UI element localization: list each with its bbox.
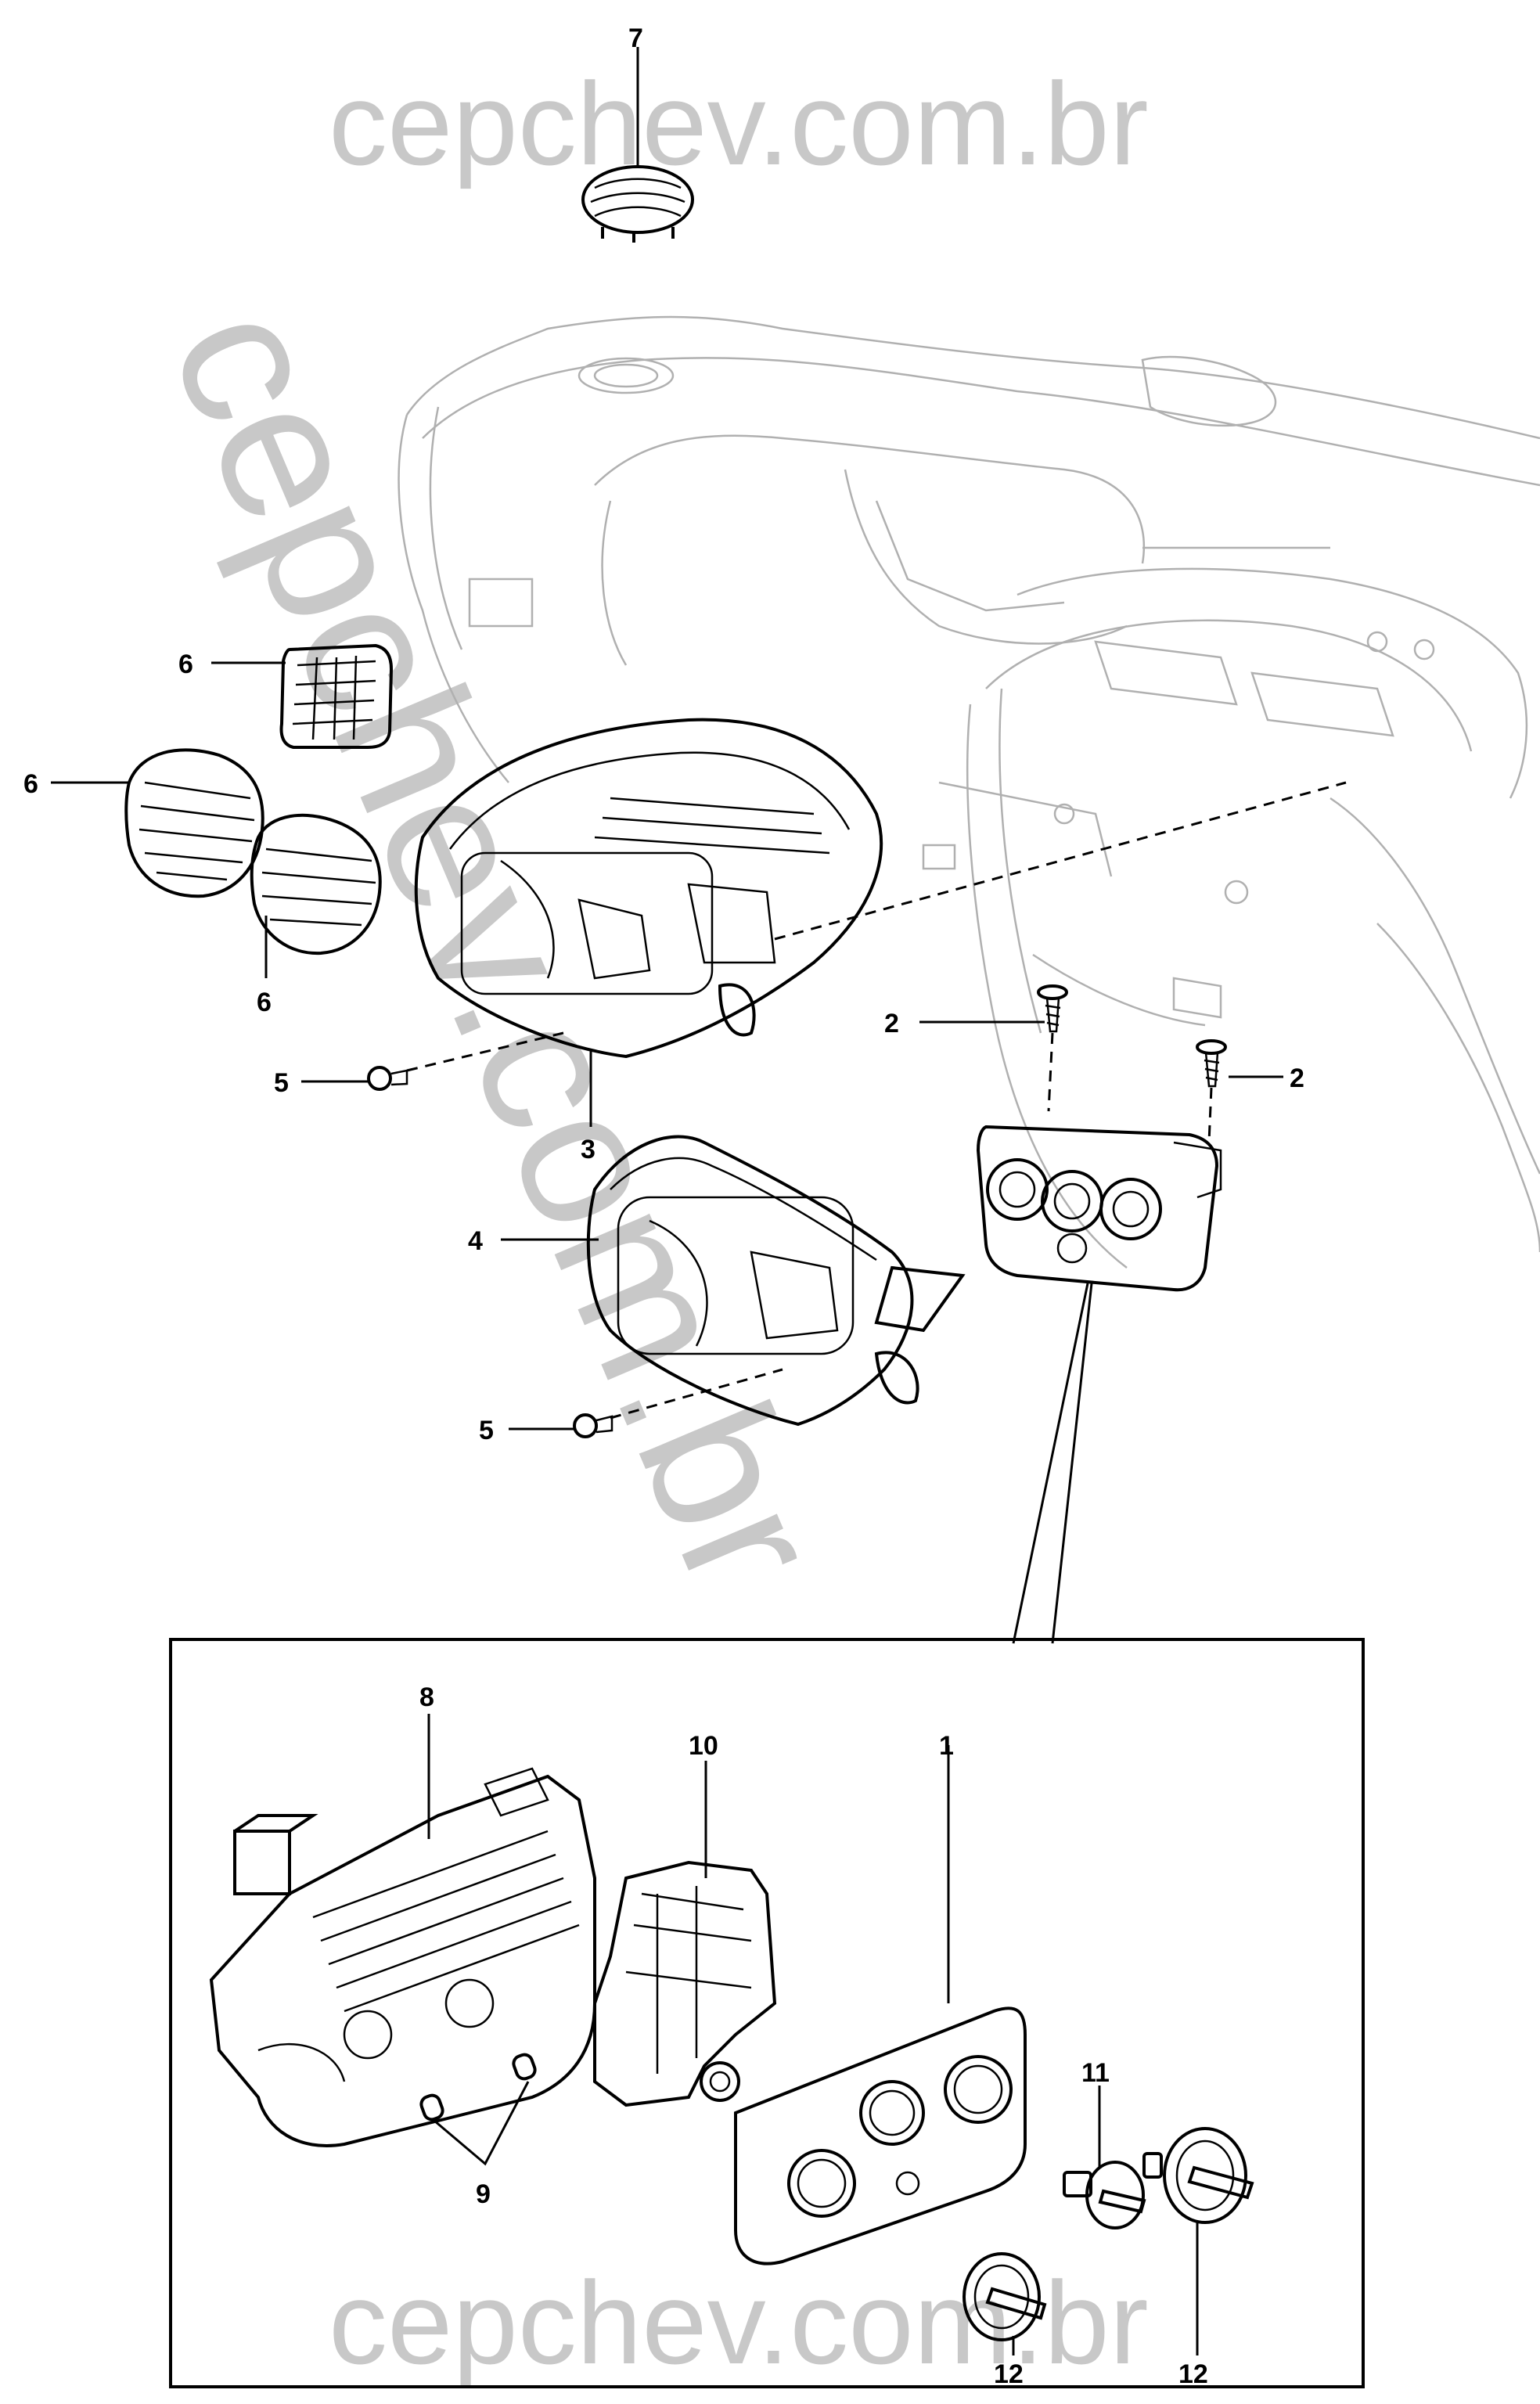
- callout-6a: 6: [178, 650, 193, 679]
- assembly-line-5a: [406, 1031, 564, 1072]
- leader-inset-left: [1012, 1283, 1089, 1644]
- part-7-vent-cover: [581, 165, 694, 243]
- assembly-line-screw-right: [1207, 1087, 1213, 1143]
- callout-7: 7: [628, 23, 643, 53]
- callout-3: 3: [581, 1135, 595, 1164]
- callout-2a: 2: [884, 1009, 899, 1038]
- part-11-small-knob: [1063, 2161, 1146, 2229]
- callout-12b: 12: [1178, 2359, 1208, 2389]
- callout-9: 9: [476, 2179, 491, 2209]
- detail-inset-frame: [169, 1638, 1365, 2388]
- callout-5b: 5: [479, 1416, 494, 1445]
- part-6-round-vent-right: [250, 813, 382, 955]
- part-6-round-vent-left: [124, 748, 264, 898]
- part-4-lower-bezel: [586, 1135, 966, 1427]
- part-12-knob-right: [1142, 2127, 1254, 2224]
- part-5-clip-upper: [367, 1066, 408, 1091]
- part-2-screw-right: [1196, 1039, 1227, 1088]
- part-9-small-bulbs: [419, 2053, 537, 2121]
- assembly-line-screw-left: [1047, 1032, 1054, 1112]
- watermark-bottom: cepchev.com.br: [329, 2257, 1149, 2388]
- part-3-console-bezel: [414, 718, 883, 1059]
- callout-1: 1: [939, 1731, 954, 1761]
- part-6-square-vent: [279, 643, 394, 749]
- part-10-control-mechanism: [593, 1860, 777, 2107]
- watermark-diagonal: cepchev.com.br: [130, 275, 865, 1618]
- part-5-clip-lower: [573, 1413, 613, 1438]
- callout-8: 8: [419, 1682, 434, 1712]
- part-1-faceplate: [734, 2006, 1027, 2265]
- assembly-line-bezel-upper: [774, 781, 1347, 941]
- callout-6b: 6: [23, 769, 38, 799]
- part-12-knob-left: [962, 2252, 1047, 2341]
- callout-12a: 12: [994, 2359, 1024, 2389]
- hvac-control-assembly: [976, 1125, 1222, 1292]
- dashboard-ghost-outline: [398, 315, 1540, 1269]
- callout-10: 10: [689, 1731, 718, 1761]
- leader-inset-right: [1051, 1283, 1093, 1644]
- callout-11: 11: [1081, 2058, 1110, 2088]
- callout-6c: 6: [257, 988, 272, 1017]
- callout-2b: 2: [1290, 1063, 1304, 1093]
- leader-9: [434, 2081, 530, 2166]
- callout-4: 4: [468, 1226, 483, 1256]
- part-2-screw-left: [1037, 984, 1068, 1033]
- part-8-control-housing: [209, 1767, 596, 2147]
- callout-5a: 5: [274, 1068, 289, 1098]
- watermark-top: cepchev.com.br: [329, 58, 1149, 189]
